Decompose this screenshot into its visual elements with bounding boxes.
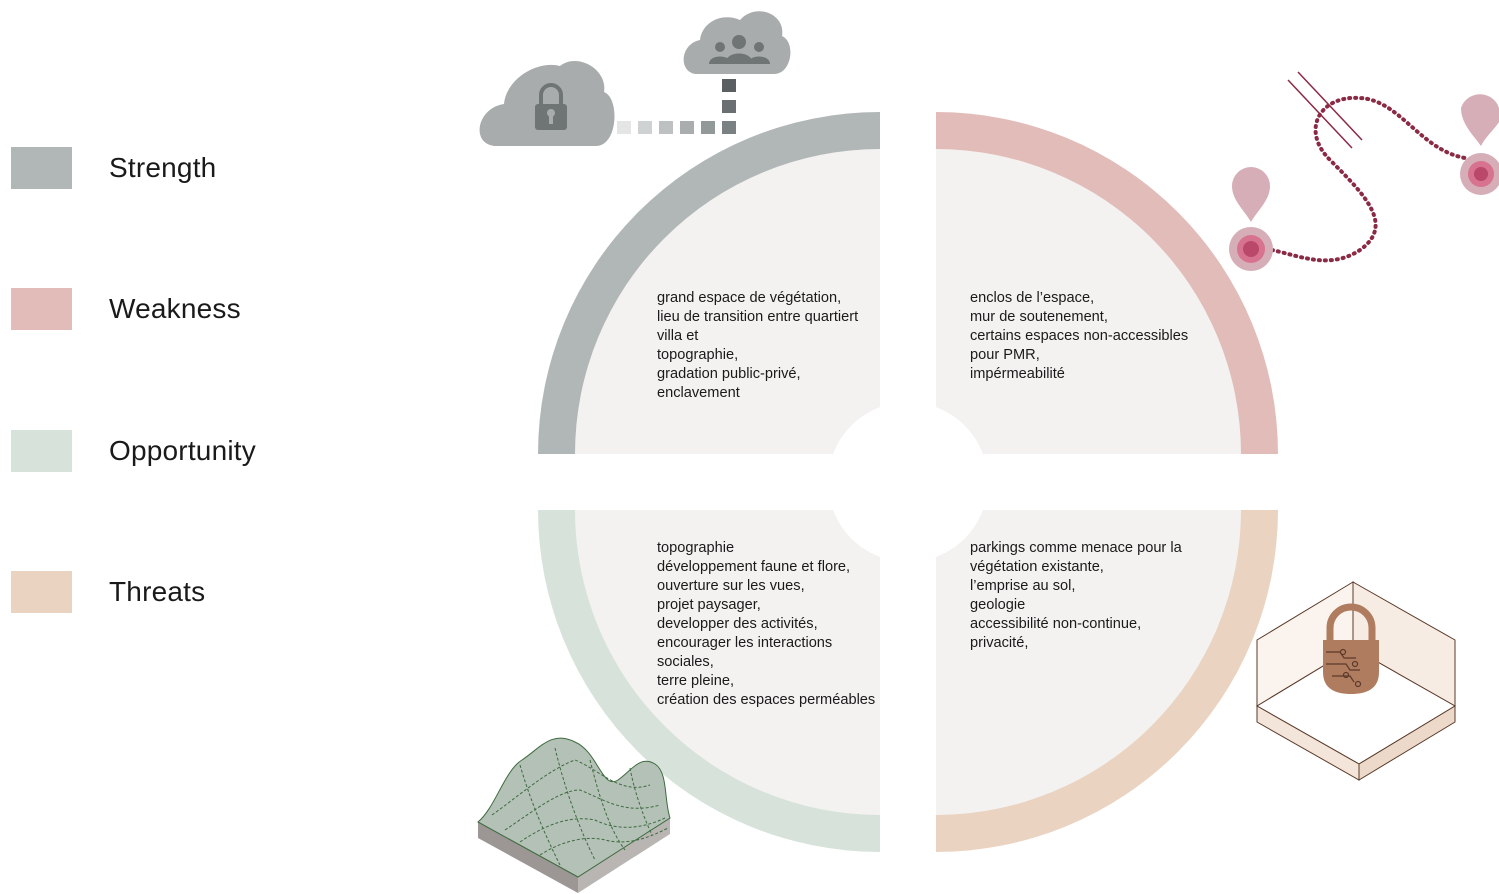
threats-text: parkings comme menace pour la végétation … (970, 539, 1182, 653)
legend-opportunity: Opportunity (11, 430, 256, 472)
connector-squares-icon (617, 79, 736, 134)
strength-text-line: topographie, (657, 347, 739, 363)
weakness-text-line: pour PMR, (970, 347, 1040, 363)
threats-text-line: parkings comme menace pour la (970, 540, 1182, 556)
cloud-lock-icon (479, 61, 615, 146)
weakness-text-line: mur de soutenement, (970, 309, 1108, 325)
strength-text-line: lieu de transition entre quartiert (657, 309, 859, 325)
strength-text-line: gradation public-privé, (657, 366, 801, 382)
legend-label-strength: Strength (109, 152, 217, 183)
legend-weakness: Weakness (11, 288, 241, 330)
legend-threats: Threats (11, 571, 205, 613)
opportunity-quadrant (575, 510, 880, 815)
opportunity-text-line: projet paysager, (657, 597, 761, 613)
opportunity-text-line: création des espaces perméables (657, 692, 876, 708)
cloud-users-icon (683, 11, 791, 74)
digital-lock-box-icon (1256, 581, 1456, 781)
legend-label-opportunity: Opportunity (109, 435, 256, 466)
threats-quadrant (936, 510, 1241, 815)
threats-text-line: l’emprise au sol, (970, 578, 1076, 594)
opportunity-text: topographie développement faune et flore,… (657, 539, 875, 710)
legend-swatch-opportunity (11, 430, 72, 472)
opportunity-text-line: encourager les interactions (657, 635, 833, 651)
threats-text-line: geologie (970, 597, 1026, 613)
opportunity-text-line: terre pleine, (657, 673, 735, 689)
route-map-icon (1229, 71, 1499, 271)
terrain-icon (477, 737, 671, 893)
legend-swatch-weakness (11, 288, 72, 330)
weakness-text-line: certains espaces non-accessibles (970, 328, 1189, 344)
strength-text-line: grand espace de végétation, (657, 290, 842, 306)
threats-text-line: privacité, (970, 635, 1029, 651)
weakness-text-line: impérmeabilité (970, 366, 1065, 382)
opportunity-text-line: sociales, (657, 654, 714, 670)
threats-text-line: végétation existante, (970, 559, 1104, 575)
weakness-quadrant (936, 149, 1241, 454)
strength-text: grand espace de végétation, lieu de trans… (657, 289, 858, 403)
legend-swatch-strength (11, 147, 72, 189)
threats-text-line: accessibilité non-continue, (970, 616, 1142, 632)
legend-label-threats: Threats (109, 576, 206, 607)
opportunity-text-line: topographie (657, 540, 735, 556)
strength-text-line: villa et (657, 328, 699, 344)
legend-label-weakness: Weakness (109, 293, 241, 324)
opportunity-text-line: developper des activités, (657, 616, 818, 632)
legend-strength: Strength (11, 147, 216, 189)
opportunity-text-line: développement faune et flore, (657, 559, 851, 575)
opportunity-text-line: ouverture sur les vues, (657, 578, 805, 594)
legend-swatch-threats (11, 571, 72, 613)
weakness-text-line: enclos de l’espace, (970, 290, 1095, 306)
weakness-text: enclos de l’espace, mur de soutenement, ce… (970, 289, 1188, 384)
strength-quadrant (575, 149, 880, 454)
strength-text-line: enclavement (657, 385, 740, 401)
